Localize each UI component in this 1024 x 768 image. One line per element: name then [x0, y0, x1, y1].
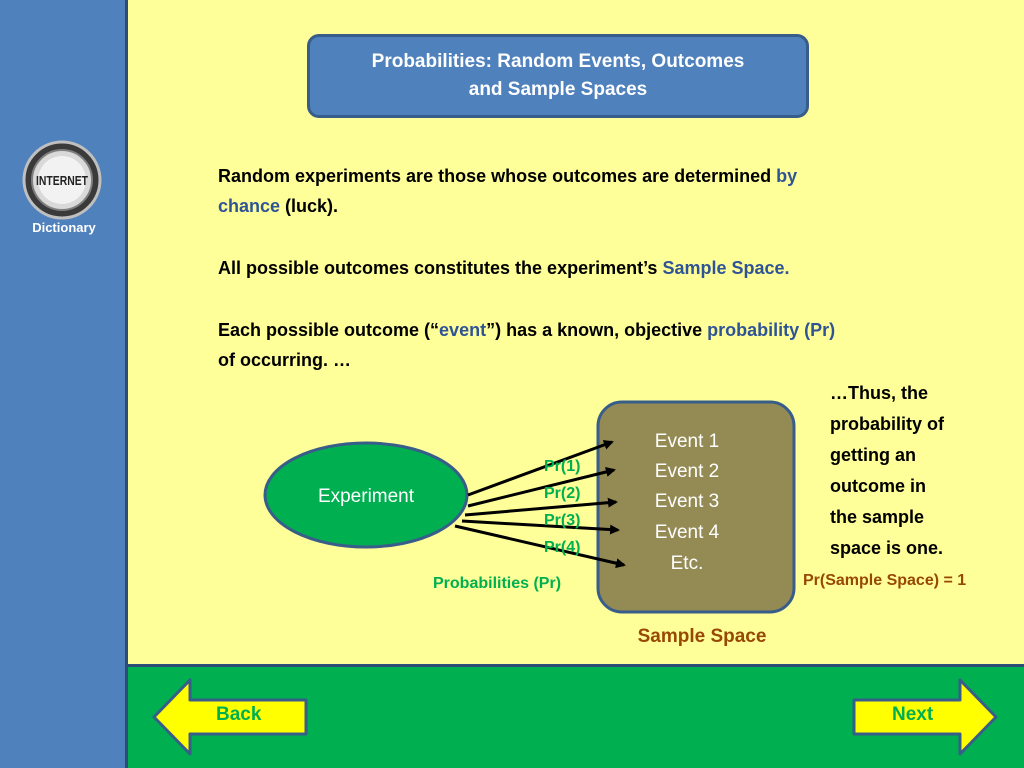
- arrow-event-2: [467, 467, 616, 508]
- sidebar: INTERNET Dictionary: [0, 0, 128, 768]
- side-note-line: the sample: [830, 506, 925, 527]
- pr-label: Pr(1): [544, 458, 580, 475]
- p1-highlight-by: by: [776, 166, 798, 186]
- arrow-event-4: [461, 519, 620, 535]
- right-arrow-icon: [852, 678, 998, 756]
- experiment-label: Experiment: [318, 486, 415, 507]
- internet-logo-icon[interactable]: INTERNET: [22, 140, 102, 220]
- p3-text: Each possible outcome (“: [218, 320, 440, 340]
- side-note-line: outcome in: [830, 475, 927, 496]
- paragraph-random-experiments: Random experiments are those whose outco…: [218, 162, 998, 221]
- side-note-line: space is one.: [830, 537, 944, 558]
- p1-highlight-chance: chance: [218, 195, 281, 216]
- page-title: Probabilities: Random Events, Outcomes a…: [307, 34, 809, 118]
- back-button[interactable]: [152, 678, 310, 756]
- title-line-1: Probabilities: Random Events, Outcomes: [371, 50, 745, 72]
- pr-label: Pr(3): [544, 512, 580, 529]
- p3-text-end: of occurring. …: [218, 349, 352, 370]
- p3-highlight-event: event: [439, 320, 487, 340]
- left-arrow-icon: [152, 678, 308, 756]
- sample-space-caption: Sample Space: [638, 626, 767, 647]
- event-label: Event 3: [655, 491, 719, 512]
- p2-text: All possible outcomes constitutes the ex…: [218, 258, 663, 278]
- p3-highlight-probability: probability (Pr): [707, 320, 836, 340]
- p2-highlight: Sample Space.: [662, 258, 790, 278]
- pr-label: Pr(2): [544, 485, 580, 502]
- arrow-event-1: [467, 440, 614, 497]
- sample-space-box: [596, 400, 796, 614]
- experiment-ellipse: [263, 441, 469, 549]
- probabilities-caption: Probabilities (Pr): [433, 575, 561, 592]
- pr-label: Pr(4): [544, 539, 580, 556]
- title-line-2: and Sample Spaces: [468, 79, 648, 100]
- arrow-event-3: [464, 497, 618, 517]
- event-label: Event 1: [655, 431, 719, 452]
- next-label[interactable]: Next: [892, 704, 934, 725]
- paragraph-event-probability: Each possible outcome (“event”) has a kn…: [218, 316, 998, 375]
- p3-text-mid: ”) has a known, objective: [486, 320, 708, 340]
- side-note: …Thus, the probability of getting an out…: [830, 378, 1000, 564]
- p1-text-end: (luck).: [280, 195, 339, 216]
- paragraph-sample-space: All possible outcomes constitutes the ex…: [218, 254, 998, 284]
- event-label: Etc.: [671, 553, 704, 574]
- side-note-line: …Thus, the: [830, 383, 928, 403]
- side-note-line: getting an: [830, 444, 916, 465]
- dictionary-label[interactable]: Dictionary: [32, 220, 96, 235]
- p1-text: Random experiments are those whose outco…: [218, 166, 777, 186]
- back-label[interactable]: Back: [216, 704, 262, 725]
- next-button[interactable]: [852, 678, 1000, 756]
- event-label: Event 2: [655, 461, 719, 482]
- arrow-etc: [454, 524, 626, 569]
- logo-text: INTERNET: [36, 173, 88, 188]
- event-label: Event 4: [655, 522, 720, 543]
- sample-space-formula: Pr(Sample Space) = 1: [803, 572, 967, 589]
- side-note-line: probability of: [830, 413, 944, 434]
